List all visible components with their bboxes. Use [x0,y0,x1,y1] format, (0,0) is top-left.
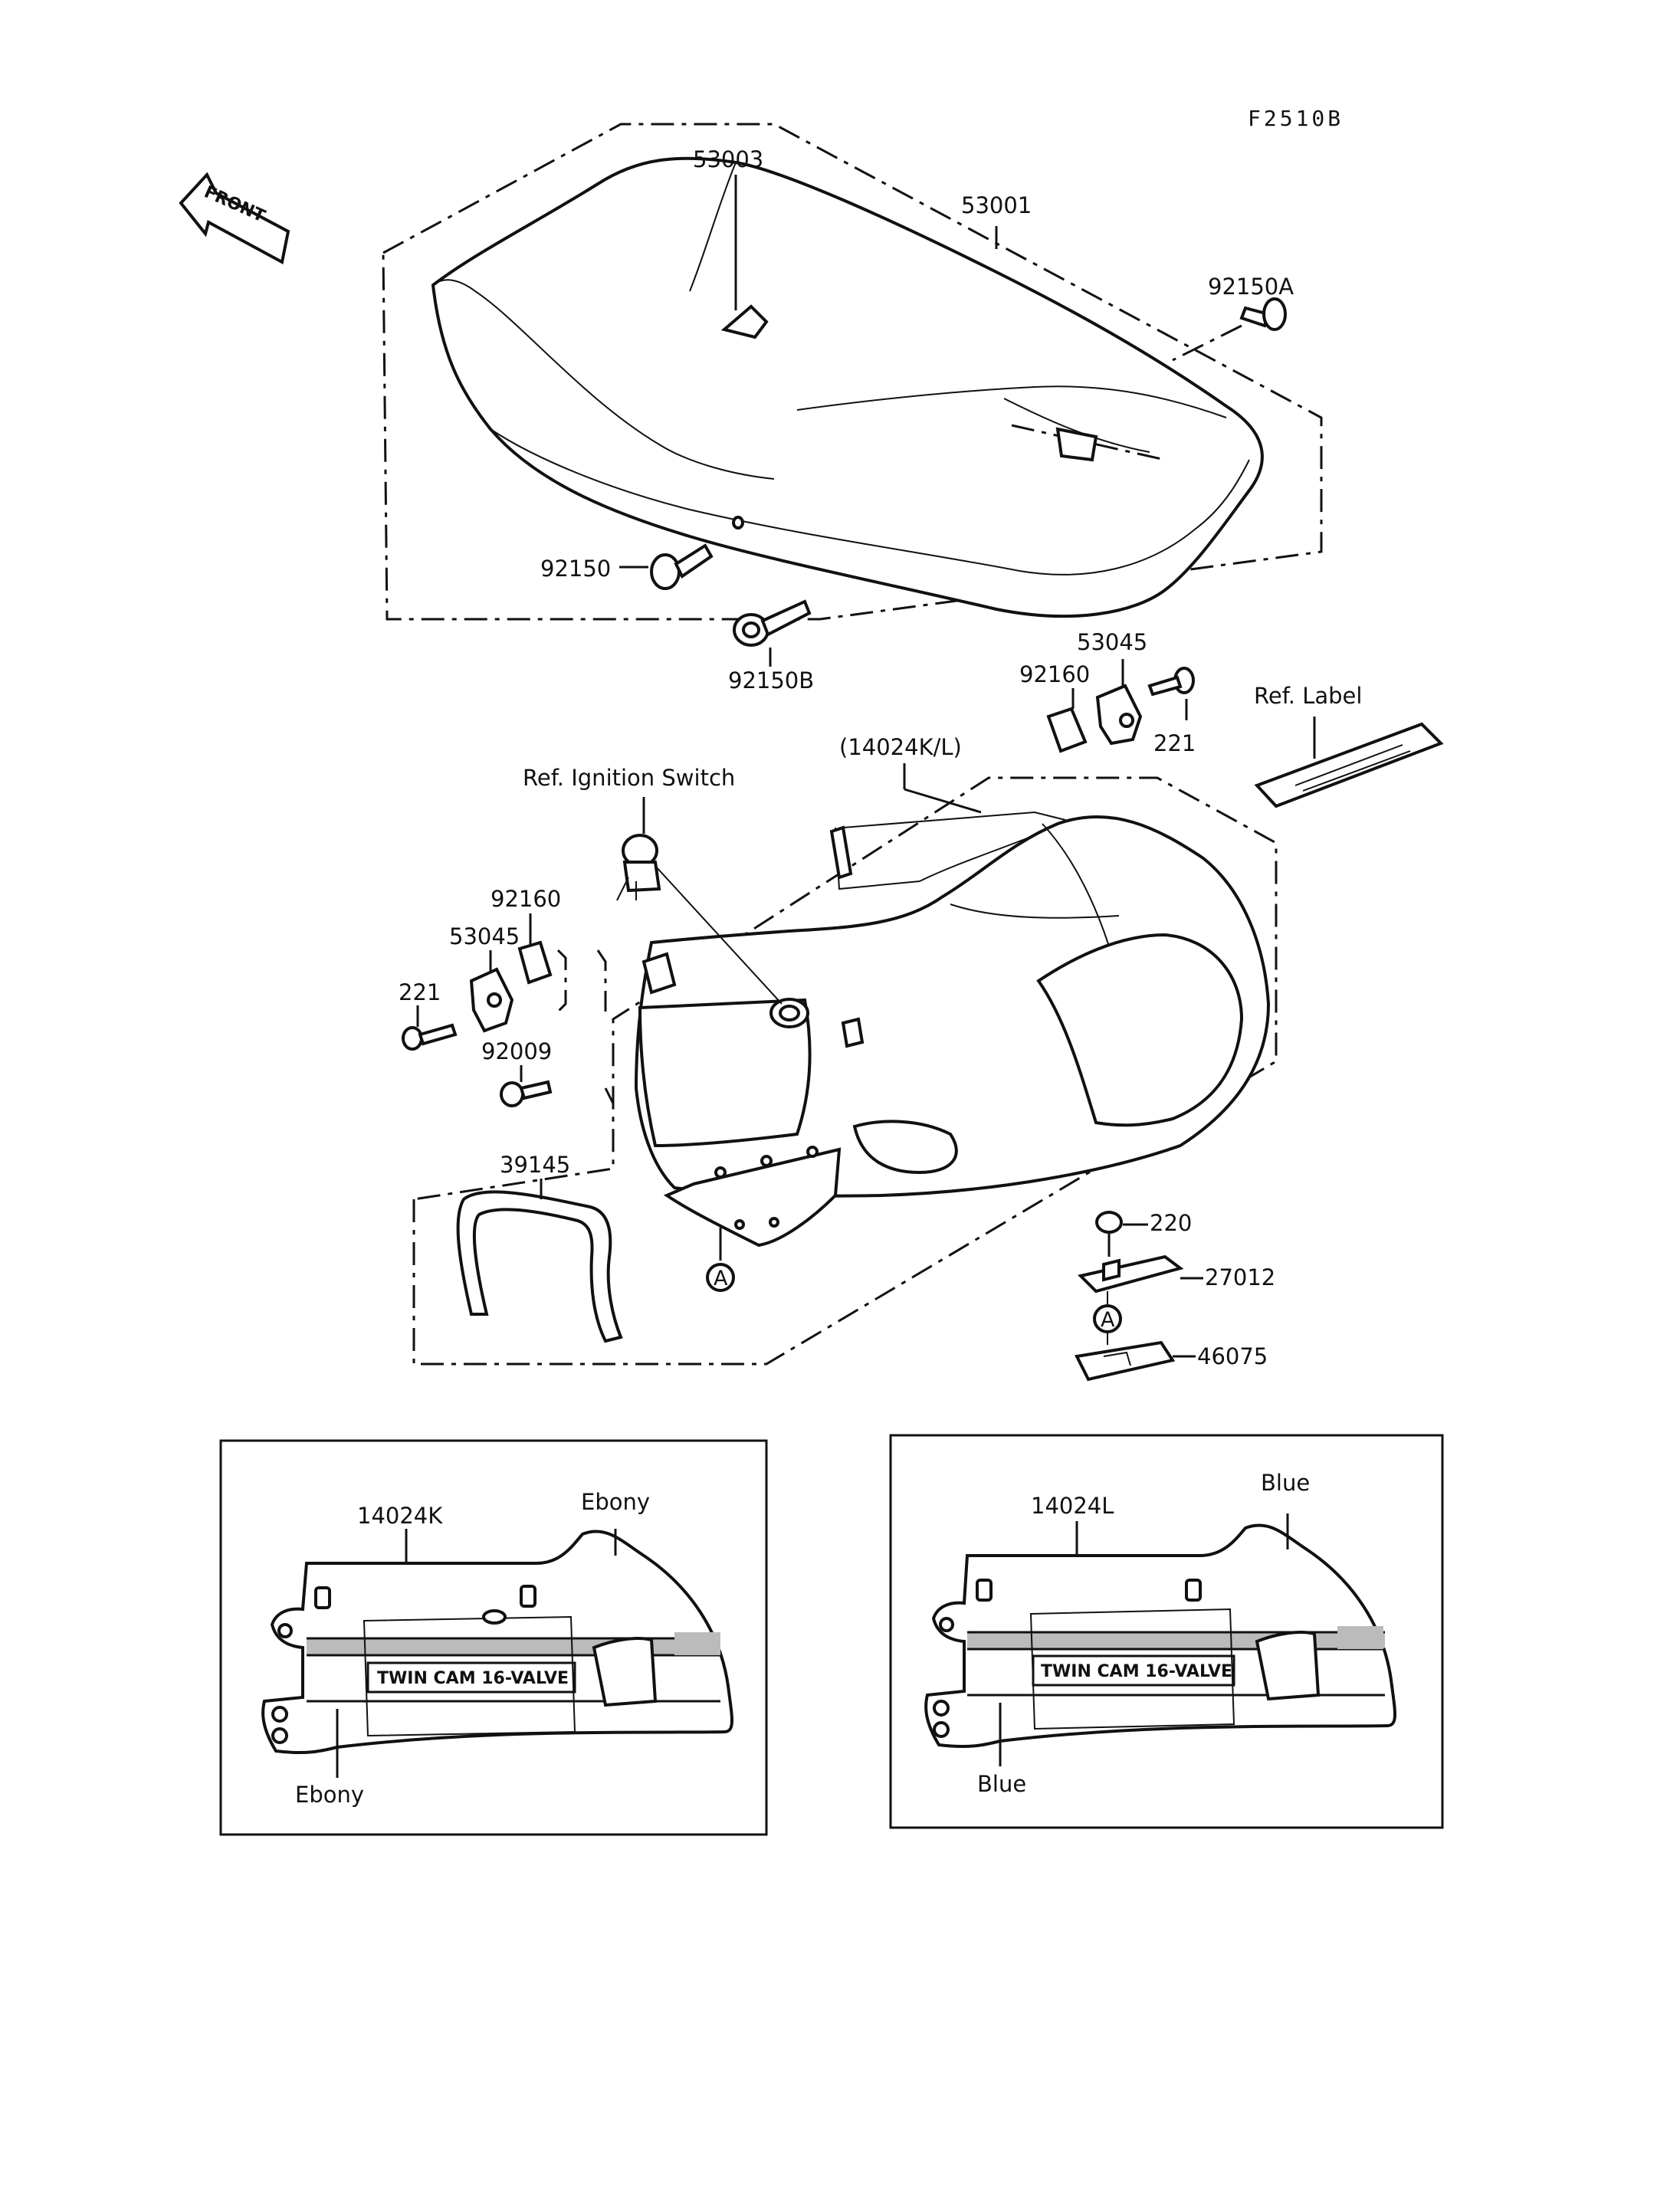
reference-marker-a-upper: A [706,1263,735,1292]
seat-cowl-assembly [412,763,1278,1366]
variant-panel-14024l: TWIN CAM 16-VALVE [889,1434,1444,1829]
bolt-92150a [1239,297,1287,331]
label-ref-label: Ref. Label [1254,683,1362,709]
variant-k-part-label: 14024K [357,1503,443,1529]
ref-a-lower-text: A [1101,1308,1115,1332]
front-arrow-icon: FRONT [179,172,290,265]
rubber-pad-92160-right [1046,707,1088,753]
bolt-92150 [619,516,744,590]
left-hardware [402,913,615,1134]
label-220: 220 [1150,1210,1192,1236]
cowl-frame-outline [412,776,1278,1366]
bracket-53045-right [1095,684,1143,746]
variant-l-color-bottom: Blue [977,1771,1026,1797]
label-46075: 46075 [1197,1343,1268,1369]
label-53045-left: 53045 [449,923,520,949]
label-221-left: 221 [399,979,441,1005]
variant-k-color-bottom: Ebony [295,1782,364,1808]
lower-right-hardware: A [1074,1211,1203,1382]
variant-l-stripe-text: TWIN CAM 16-VALVE [1041,1662,1232,1681]
screw-221-left [402,1026,423,1051]
label-92150a: 92150A [1208,274,1294,300]
figure-code: F2510B [1248,106,1344,131]
variant-l-color-top: Blue [1261,1470,1310,1496]
variant-k-stripe-text: TWIN CAM 16-VALVE [377,1669,569,1688]
screw-92009 [500,1081,524,1107]
variant-l-part-label: 14024L [1031,1493,1114,1519]
ref-label-sticker [1254,716,1444,808]
screw-220 [1095,1211,1123,1234]
variant-panel-14024k: TWIN CAM 16-VALVE [219,1439,768,1836]
label-14024kl: (14024K/L) [839,734,962,760]
label-92150b: 92150B [728,667,814,694]
label-92150: 92150 [540,556,611,582]
label-92160-left: 92160 [491,886,561,912]
label-53003: 53003 [693,146,763,172]
label-53001: 53001 [961,192,1032,218]
label-ref-ignition-switch: Ref. Ignition Switch [523,765,735,791]
label-39145: 39145 [500,1152,570,1178]
label-27012: 27012 [1205,1264,1275,1290]
rubber-pad-92160-left [517,940,553,985]
ignition-switch [616,797,783,1005]
ref-a-upper-text: A [714,1267,728,1290]
lens-46075 [1074,1340,1176,1382]
label-92160-right: 92160 [1019,661,1090,687]
tray-plate [663,1147,842,1248]
label-92009: 92009 [481,1038,552,1064]
right-hardware [1046,659,1195,753]
bracket-27012 [1078,1254,1184,1294]
seat-emblem-53003 [720,304,769,339]
seat-assembly [382,123,1323,667]
label-53045-right: 53045 [1077,629,1147,655]
label-221-right: 221 [1153,730,1196,756]
bolt-92150b [733,599,812,667]
seat-53001 [431,156,1264,618]
grab-bar-39145 [456,1179,623,1343]
variant-k-color-top: Ebony [581,1489,650,1515]
